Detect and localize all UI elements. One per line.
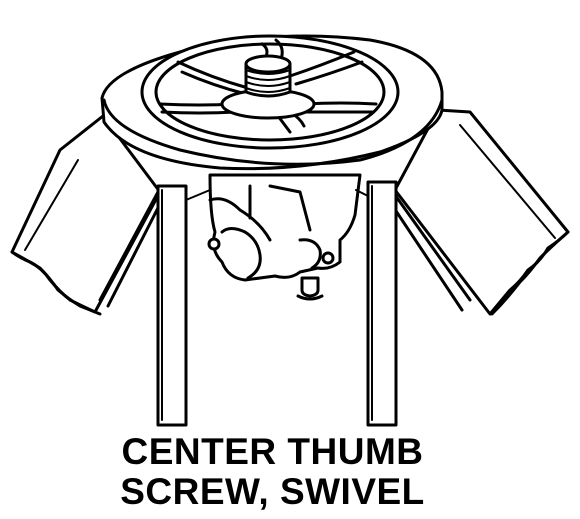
top-platform: [100, 34, 444, 171]
swivel-body: [207, 173, 362, 301]
caption-line-2: SCREW, SWIVEL: [120, 471, 425, 512]
left-leg: [10, 114, 164, 316]
right-leg: [390, 108, 570, 316]
vertical-posts: [156, 180, 398, 427]
caption-line-1: CENTER THUMB: [121, 431, 424, 472]
